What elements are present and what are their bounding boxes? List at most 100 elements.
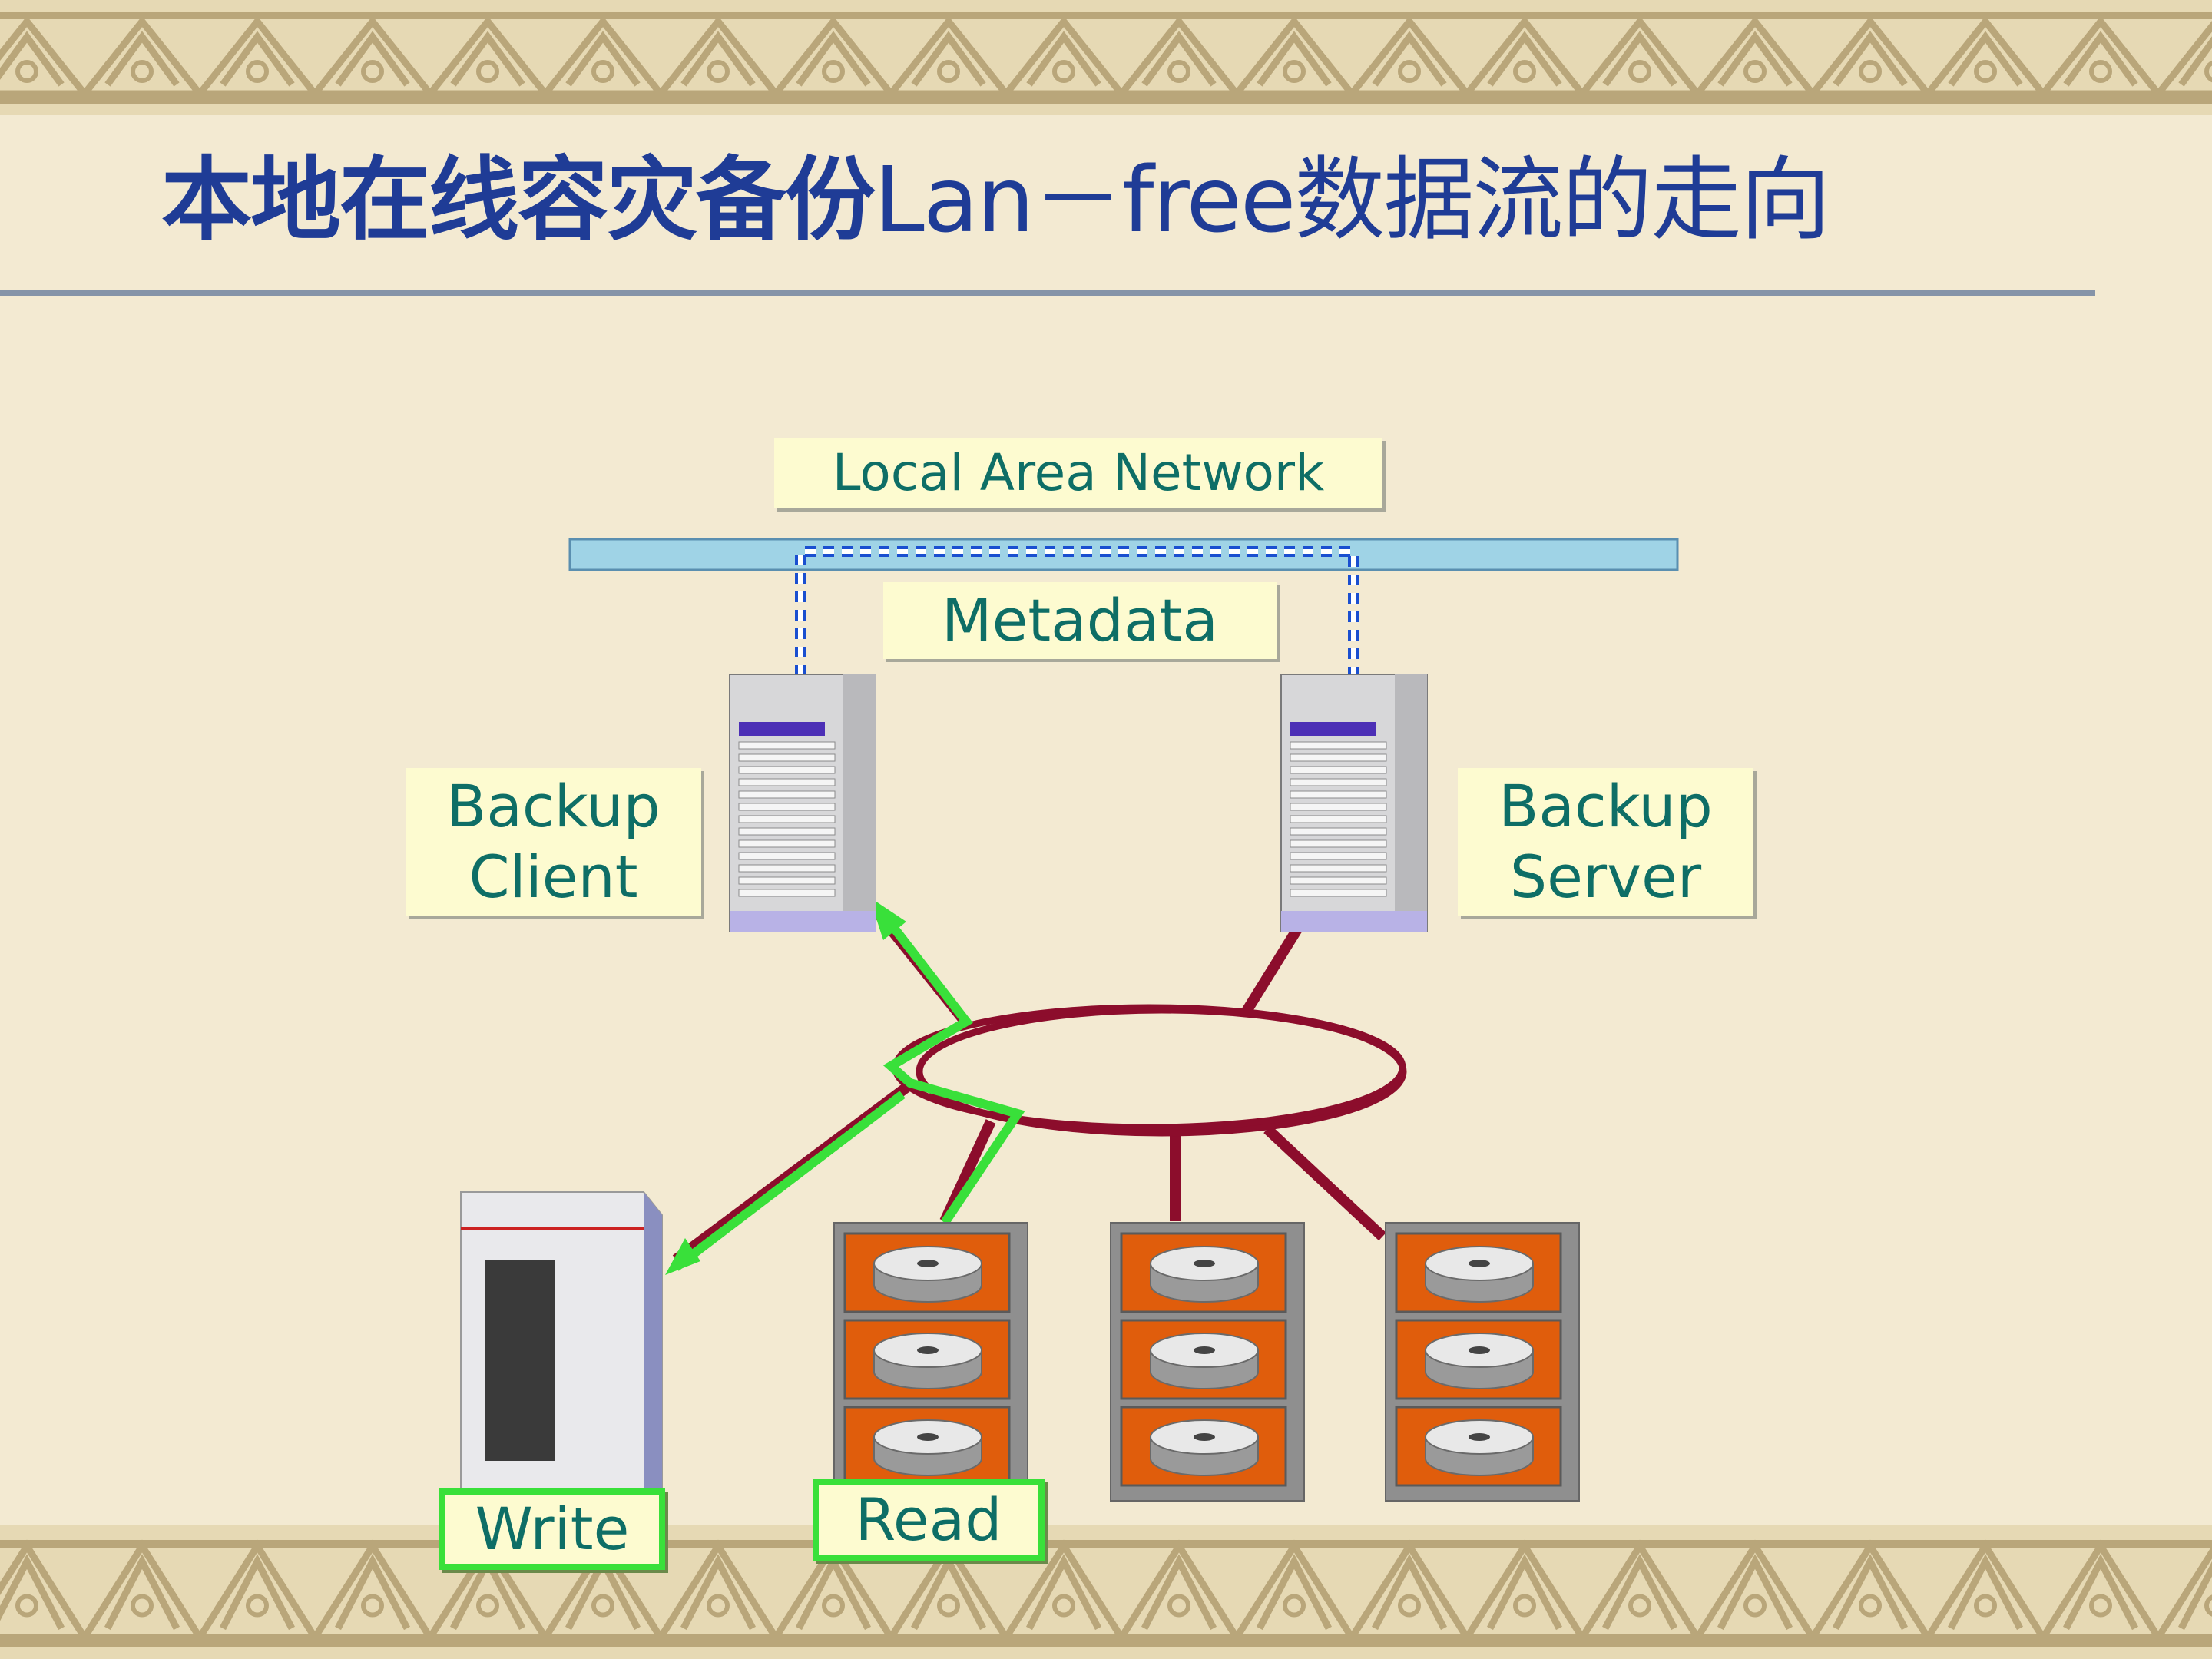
backup-server-label: Backup Server <box>1458 768 1753 916</box>
border-ornament <box>768 15 899 98</box>
border-ornament <box>538 15 668 98</box>
border-ornament <box>1229 15 1359 98</box>
border-ornament-knot <box>15 1594 38 1618</box>
border-ornament-knot <box>1513 60 1536 83</box>
border-ornament <box>2151 1545 2212 1641</box>
backup-client-label: Backup Client <box>406 768 701 916</box>
border-ornament <box>422 15 553 98</box>
border-ornament-knot <box>822 60 845 83</box>
border-ornament <box>1690 1539 1820 1641</box>
border-ornament-knot <box>1743 1594 1767 1618</box>
border-ornament-knot <box>1628 60 1651 83</box>
border-ornament <box>2151 21 2212 98</box>
border-ornament <box>1114 15 1244 98</box>
backup-client-tower-icon <box>729 674 876 932</box>
border-ornament <box>1460 1539 1589 1641</box>
border-ornament-knot <box>937 1594 960 1618</box>
border-ornament-knot <box>1283 60 1306 83</box>
metadata-label: Metadata <box>883 582 1277 659</box>
border-ornament <box>78 1539 207 1641</box>
border-ornament-knot <box>1628 1594 1651 1618</box>
backup-server-label-line2: Server <box>1509 843 1702 911</box>
border-ornament-knot <box>246 1594 269 1618</box>
border-ornament-knot <box>1513 1594 1536 1618</box>
border-ornament-knot <box>131 60 154 83</box>
title-latin: Lan－free <box>874 147 1296 253</box>
page-title: 本地在线容灾备份Lan－free数据流的走向 <box>161 146 1831 253</box>
tape-library-icon <box>460 1191 663 1494</box>
border-ornament <box>2036 1539 2165 1641</box>
border-ornament-knot <box>361 1594 384 1618</box>
border-ornament <box>1114 1539 1243 1641</box>
border-ornament-knot <box>822 1594 845 1618</box>
border-ornament-knot <box>1052 1594 1075 1618</box>
backup-server-label-line1: Backup <box>1498 772 1713 840</box>
border-ornament-knot <box>476 60 499 83</box>
border-ornament <box>1806 1539 1935 1641</box>
border-ornament <box>1921 1539 2050 1641</box>
disk-array-icon <box>833 1222 1028 1502</box>
border-ornament-knot <box>1398 1594 1421 1618</box>
border-ornament <box>192 15 323 98</box>
border-ornament-knot <box>1859 60 1882 83</box>
title-divider <box>0 290 2095 296</box>
border-ornament <box>1690 15 1820 98</box>
backup-client-label-line2: Client <box>469 843 638 911</box>
border-ornament-knot <box>15 60 38 83</box>
disk-array-icon <box>1110 1222 1305 1502</box>
border-ornament-knot <box>1167 60 1190 83</box>
border-ornament <box>999 1539 1128 1641</box>
flow-arrow-tape <box>665 1238 700 1275</box>
san-links <box>672 899 1386 1264</box>
title-cn-part2: 数据流的走向 <box>1294 147 1831 253</box>
border-ornament <box>0 1539 91 1641</box>
data-flow-path <box>673 911 1025 1271</box>
border-ornament <box>653 15 783 98</box>
border-ornament-knot <box>591 1594 614 1618</box>
border-ornament <box>1805 15 1936 98</box>
border-ornament <box>1459 15 1590 98</box>
border-ornament-knot <box>1052 60 1075 83</box>
border-ornament-knot <box>1859 1594 1882 1618</box>
border-ornament <box>1575 15 1705 98</box>
border-ornament-knot <box>707 1594 730 1618</box>
border-ornament <box>2035 15 2166 98</box>
bottom-decorative-border <box>0 1525 2212 1659</box>
disk-array-icon <box>1385 1222 1580 1502</box>
disk-arrays-group <box>833 1222 1580 1502</box>
link-server <box>1241 922 1304 1015</box>
border-ornament <box>1920 15 2051 98</box>
border-ornament <box>1575 1539 1704 1641</box>
border-ornament <box>654 1539 783 1641</box>
border-ornament <box>1230 1539 1359 1641</box>
border-ornament-knot <box>937 60 960 83</box>
top-decorative-border <box>0 0 2212 115</box>
metadata-path-highlight <box>798 549 1356 676</box>
read-label: Read <box>813 1479 1045 1561</box>
flow-arrow-client <box>869 897 906 940</box>
border-ornament <box>883 15 1014 98</box>
border-ornament-knot <box>246 60 269 83</box>
san-ring-inner <box>892 1004 1406 1131</box>
backup-client-label-line1: Backup <box>446 772 661 840</box>
border-ornament <box>998 15 1129 98</box>
border-ornament <box>193 1539 322 1641</box>
border-ornament-knot <box>2204 60 2212 83</box>
border-ornament <box>307 15 438 98</box>
border-ornament-knot <box>1743 60 1767 83</box>
border-ornament <box>1345 1539 1474 1641</box>
backup-server-tower-icon <box>1280 674 1428 932</box>
border-ornament <box>0 15 92 98</box>
border-ornament-knot <box>2204 1594 2212 1617</box>
border-ornament <box>77 15 207 98</box>
border-ornament-knot <box>1974 1594 1997 1618</box>
write-label: Write <box>439 1488 665 1570</box>
border-ornament-knot <box>1398 60 1421 83</box>
border-ornament-knot <box>1283 1594 1306 1618</box>
border-ornament-knot <box>591 60 614 83</box>
border-ornament <box>308 1539 437 1641</box>
lan-label: Local Area Network <box>774 438 1382 508</box>
border-ornament-knot <box>131 1594 154 1618</box>
border-ornament <box>884 1539 1013 1641</box>
border-ornament-knot <box>1167 1594 1190 1618</box>
